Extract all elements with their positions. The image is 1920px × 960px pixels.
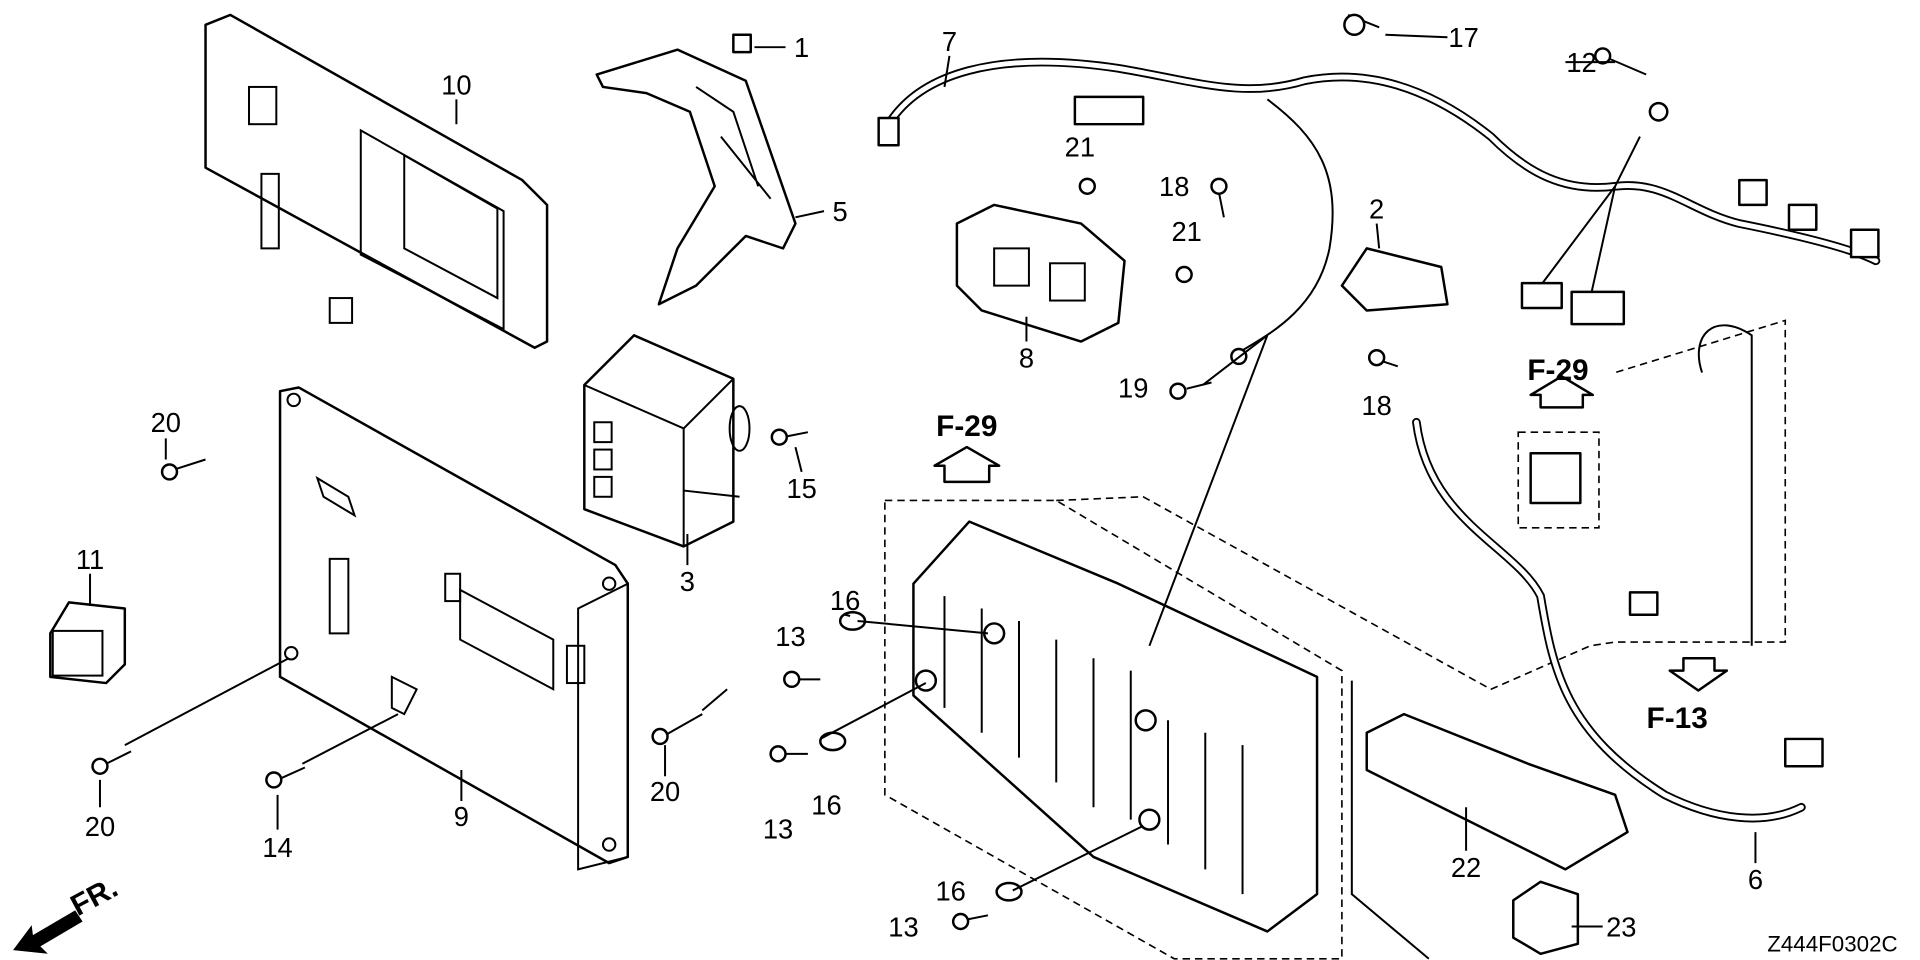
fasteners xyxy=(91,13,1647,931)
callout: 12 xyxy=(1566,47,1596,78)
callout: 20 xyxy=(650,776,680,807)
callout: 14 xyxy=(262,832,292,863)
callout: 22 xyxy=(1451,852,1481,883)
part-cap xyxy=(1512,880,1580,956)
part-control-panel xyxy=(278,386,630,871)
callout: 21 xyxy=(1171,216,1201,247)
callout: 6 xyxy=(1748,864,1763,895)
part-sub-harness xyxy=(1412,324,1824,823)
callout: 2 xyxy=(1369,194,1384,225)
callout: 21 xyxy=(1065,131,1095,162)
reference-f29-left: F-29 xyxy=(936,410,997,443)
part-receptacle xyxy=(955,177,1193,343)
part-panel-cover xyxy=(204,13,549,349)
diagram-code: Z444F0302C xyxy=(1767,931,1897,956)
callout: 9 xyxy=(454,801,469,832)
reference-f13: F-13 xyxy=(1647,702,1708,735)
callout: 16 xyxy=(830,585,860,616)
callout: 16 xyxy=(811,790,841,821)
part-bracket xyxy=(595,33,797,306)
reference-outline xyxy=(1056,319,1787,691)
callout: 13 xyxy=(775,621,805,652)
leader-lines xyxy=(89,33,1757,928)
callouts: 1 10 5 7 17 12 21 18 21 2 8 19 18 20 15 … xyxy=(76,22,1763,942)
callout: 15 xyxy=(786,473,816,504)
callout: 23 xyxy=(1606,911,1636,942)
callout: 13 xyxy=(888,911,918,942)
callout: 18 xyxy=(1159,171,1189,202)
part-regulator xyxy=(1365,712,1629,871)
part-wire-harness xyxy=(877,57,1881,366)
callout: 17 xyxy=(1448,22,1478,53)
reference-outline-f29 xyxy=(1517,431,1600,529)
reference-arrows xyxy=(933,375,1729,692)
callout: 20 xyxy=(151,407,181,438)
front-arrow-icon xyxy=(13,910,83,954)
callout: 3 xyxy=(680,566,695,597)
callout: 7 xyxy=(942,26,957,57)
callout: 10 xyxy=(441,69,471,100)
callout: 13 xyxy=(763,813,793,844)
callout: 16 xyxy=(935,875,965,906)
group-line xyxy=(1350,680,1430,960)
callout: 8 xyxy=(1019,343,1034,374)
reference-f29-upper: F-29 xyxy=(1527,354,1588,387)
part-inverter-unit xyxy=(884,499,1343,960)
part-cover-2 xyxy=(1340,247,1449,312)
callout: 19 xyxy=(1118,372,1148,403)
callout: 11 xyxy=(76,544,104,575)
callout: 1 xyxy=(794,32,809,63)
callout: 18 xyxy=(1361,390,1391,421)
callout: 5 xyxy=(833,196,848,227)
callout: 20 xyxy=(85,811,115,842)
part-receptacle-box xyxy=(583,334,751,548)
part-switch xyxy=(49,601,127,685)
